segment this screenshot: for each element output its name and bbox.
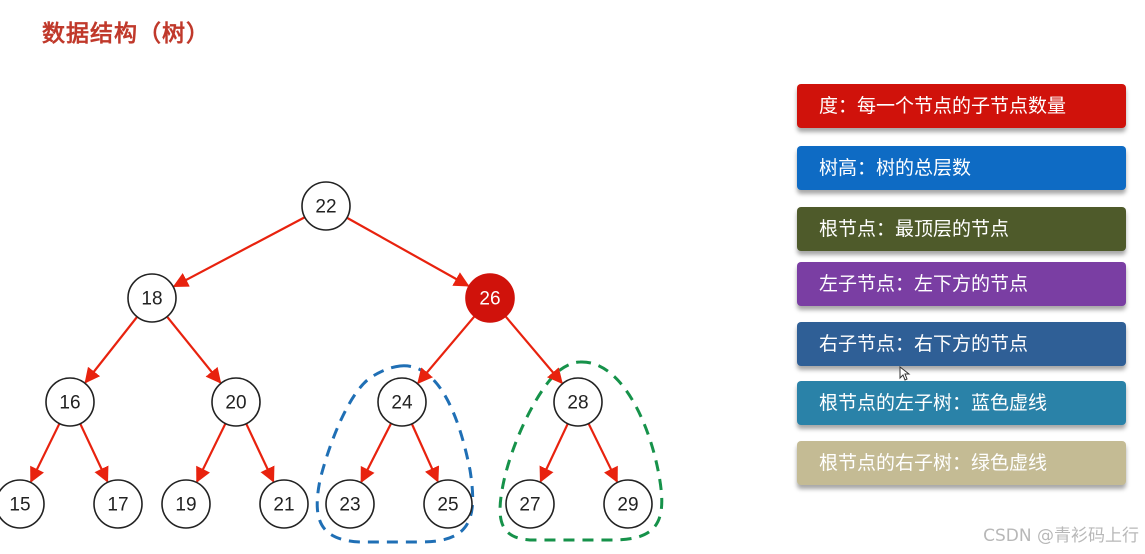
- node-circle: [603, 479, 653, 529]
- tree-node-26: 26: [465, 273, 515, 323]
- edge-24-25: [410, 423, 440, 483]
- edge-22-26: [346, 216, 470, 287]
- node-circle: [325, 479, 375, 529]
- tree-node-23: 23: [325, 479, 375, 529]
- edge-16-15: [30, 423, 61, 483]
- node-circle: [93, 479, 143, 529]
- legend-item: 根节点的左子树：蓝色虚线: [797, 381, 1126, 425]
- node-label: 25: [437, 495, 458, 516]
- tree-node-15: 15: [0, 479, 45, 529]
- tree-node-24: 24: [377, 377, 427, 427]
- legend-item-text: 左子节点：左下方的节点: [819, 273, 1029, 295]
- node-label: 19: [175, 495, 196, 516]
- tree-node-29: 29: [603, 479, 653, 529]
- legend-item: 度：每一个节点的子节点数量: [797, 84, 1126, 128]
- edge-16-17: [79, 423, 109, 483]
- node-label: 18: [141, 289, 162, 310]
- tree-node-16: 16: [45, 377, 95, 427]
- node-circle: [0, 479, 45, 529]
- node-circle: [377, 377, 427, 427]
- node-circle: [505, 479, 555, 529]
- edge-20-19: [196, 423, 227, 483]
- node-label: 23: [339, 495, 360, 516]
- node-label: 24: [391, 393, 413, 414]
- node-label: 16: [59, 393, 80, 414]
- legend-item: 根节点的右子树：绿色虚线: [797, 441, 1126, 485]
- legend-item-text: 根节点：最顶层的节点: [819, 218, 1010, 240]
- node-label: 28: [567, 393, 588, 414]
- legend-item-text: 根节点的右子树：绿色虚线: [819, 452, 1048, 474]
- tree-node-25: 25: [423, 479, 473, 529]
- edge-20-21: [245, 423, 275, 483]
- edge-22-18: [172, 216, 306, 288]
- legend-item: 根节点：最顶层的节点: [797, 207, 1126, 251]
- node-circle: [423, 479, 473, 529]
- left-subtree-outline: [315, 364, 475, 544]
- tree-node-17: 17: [93, 479, 143, 529]
- tree-node-21: 21: [259, 479, 309, 529]
- page-title: 数据结构（树）: [42, 21, 210, 47]
- legend-item-text: 度：每一个节点的子节点数量: [819, 95, 1067, 117]
- tree-node-22: 22: [301, 181, 351, 231]
- edge-26-28: [504, 315, 563, 385]
- node-label: 26: [479, 289, 500, 310]
- edge-18-16: [84, 316, 139, 384]
- node-circle: [465, 273, 515, 323]
- node-circle: [127, 273, 177, 323]
- mouse-cursor-icon: [899, 366, 911, 381]
- edge-28-29: [587, 423, 618, 483]
- tree-node-27: 27: [505, 479, 555, 529]
- tree-node-20: 20: [211, 377, 261, 427]
- edge-26-24: [417, 315, 476, 385]
- tree-nodes: 22 18 26 16 20 24 28 15 17 19 21 23 25 27 29: [0, 181, 653, 529]
- legend-item-text: 根节点的左子树：蓝色虚线: [819, 392, 1048, 414]
- legend-item: 右子节点：右下方的节点: [797, 322, 1126, 366]
- node-label: 27: [519, 495, 540, 516]
- node-label: 29: [617, 495, 638, 516]
- node-circle: [161, 479, 211, 529]
- tree-edges: [30, 216, 618, 484]
- edge-28-27: [539, 423, 569, 483]
- legend-item: 树高：树的总层数: [797, 146, 1126, 190]
- node-circle: [259, 479, 309, 529]
- watermark: CSDN @青衫码上行: [983, 526, 1139, 546]
- node-label: 15: [9, 495, 30, 516]
- node-circle: [553, 377, 603, 427]
- legend-item-text: 树高：树的总层数: [819, 157, 972, 179]
- tree-node-18: 18: [127, 273, 177, 323]
- node-circle: [301, 181, 351, 231]
- legend-item: 左子节点：左下方的节点: [797, 262, 1126, 306]
- edge-18-20: [166, 315, 222, 384]
- node-label: 21: [273, 495, 294, 516]
- legend-item-text: 右子节点：右下方的节点: [819, 333, 1029, 355]
- node-circle: [211, 377, 261, 427]
- node-circle: [45, 377, 95, 427]
- edge-24-23: [360, 422, 393, 484]
- node-label: 17: [107, 495, 128, 516]
- tree-node-19: 19: [161, 479, 211, 529]
- node-label: 22: [315, 197, 336, 218]
- node-label: 20: [225, 393, 246, 414]
- tree-node-28: 28: [553, 377, 603, 427]
